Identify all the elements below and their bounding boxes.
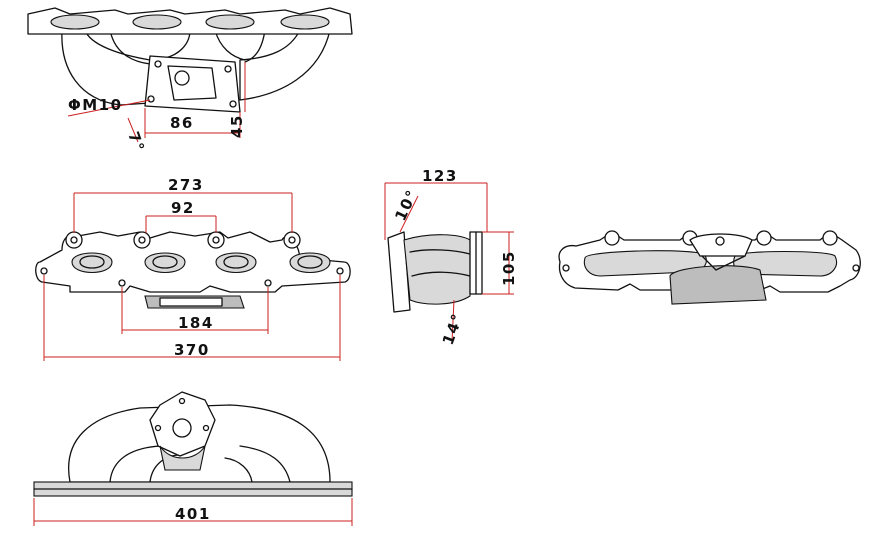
bottom-view-stud-hole (178, 397, 186, 405)
angle-10-leader (399, 195, 419, 233)
side-depth-label: 123 (422, 167, 458, 185)
front-view-stud-hole (212, 236, 220, 244)
top-view-stud-hole (224, 65, 232, 73)
top-view-turbo-flange (144, 55, 241, 113)
angle-14-leader (451, 299, 455, 343)
side-view-runner-line (411, 271, 471, 277)
side-view-runner-line (409, 249, 471, 255)
thread-size-label: ΦM10 (68, 96, 123, 114)
rear-view-turbo-hole (715, 236, 725, 246)
front-view-end-hole (336, 267, 344, 275)
bottom-view-runner-line (224, 457, 253, 483)
front-view-port-inner (79, 255, 105, 269)
top-view-runner-line (244, 29, 266, 63)
rear-view-collector-line (701, 255, 746, 271)
front-view-ear (65, 231, 83, 249)
top-view-runner-body-right (239, 29, 331, 101)
rear-view-ear (604, 230, 620, 246)
flange-width-label: 86 (170, 114, 194, 132)
top-view-turbo-port (167, 65, 217, 101)
side-view-manifold: 123 10° 105 14° (384, 167, 518, 347)
front-view-ear (207, 231, 225, 249)
front-view-stud-hole (138, 236, 146, 244)
bottom-view-runner-line (109, 445, 161, 483)
front-view-end-hole (40, 267, 48, 275)
overall-port-span-label: 273 (168, 176, 204, 194)
front-view-port-inner (297, 255, 323, 269)
top-view-thread-leader (67, 99, 151, 117)
top-view-runner-line (109, 29, 151, 65)
front-view-ear (283, 231, 301, 249)
rear-view-end-hole (852, 264, 860, 272)
flange-height-label: 45 (228, 114, 246, 138)
top-view-head-flange (27, 7, 353, 35)
bottom-view-stud-hole (202, 424, 210, 432)
front-view-port-inner (223, 255, 249, 269)
outlet-height-label: 105 (500, 250, 518, 286)
top-view-angle-leader (127, 117, 139, 143)
overall-length-label: 370 (174, 341, 210, 359)
top-view-stud-hole (154, 60, 162, 68)
bottom-view-stud-hole (154, 424, 162, 432)
stud-span-label: 184 (178, 314, 214, 332)
top-view-port-oval (205, 14, 255, 30)
bottom-view-runner-line (239, 445, 291, 483)
rear-view-collector (669, 265, 767, 305)
front-view-stud-hole (118, 279, 126, 287)
front-view-port-inner (152, 255, 178, 269)
rear-view-runner (583, 250, 707, 277)
front-view-stud-hole (264, 279, 272, 287)
bottom-view-turbo-hole (172, 418, 192, 438)
top-view-wastegate-hole (174, 70, 190, 86)
top-view-port-oval (280, 14, 330, 30)
top-view-port-oval (50, 14, 100, 30)
bottom-angle-label: 14° (439, 310, 467, 347)
top-view-runner-body (61, 29, 151, 106)
front-view-stud-hole (288, 236, 296, 244)
rear-view-manifold (558, 230, 861, 305)
base-length-label: 401 (175, 505, 211, 523)
front-view-turbo-port (159, 297, 223, 307)
bottom-view-collector (159, 445, 206, 471)
side-view-head-flange (387, 231, 411, 313)
top-view-stud-hole (147, 95, 155, 103)
top-view-stud-hole (229, 100, 237, 108)
outlet-angle-label: 10° (391, 186, 421, 223)
front-view-stud-hole (70, 236, 78, 244)
rear-view-ear (822, 230, 838, 246)
side-view-runner (403, 234, 471, 305)
front-view-manifold: 273 92 184 370 (35, 176, 351, 361)
rear-view-flange-plate (558, 231, 861, 293)
rear-view-ear (756, 230, 772, 246)
rear-view-end-hole (562, 264, 570, 272)
port-pitch-label: 92 (171, 199, 195, 217)
front-view-ear (133, 231, 151, 249)
bottom-view-manifold: 401 (33, 391, 353, 526)
bottom-view-runner-line (149, 454, 181, 483)
top-view-manifold: ΦM10 7° 86 45 (27, 7, 353, 155)
top-view-port-oval (132, 14, 182, 30)
